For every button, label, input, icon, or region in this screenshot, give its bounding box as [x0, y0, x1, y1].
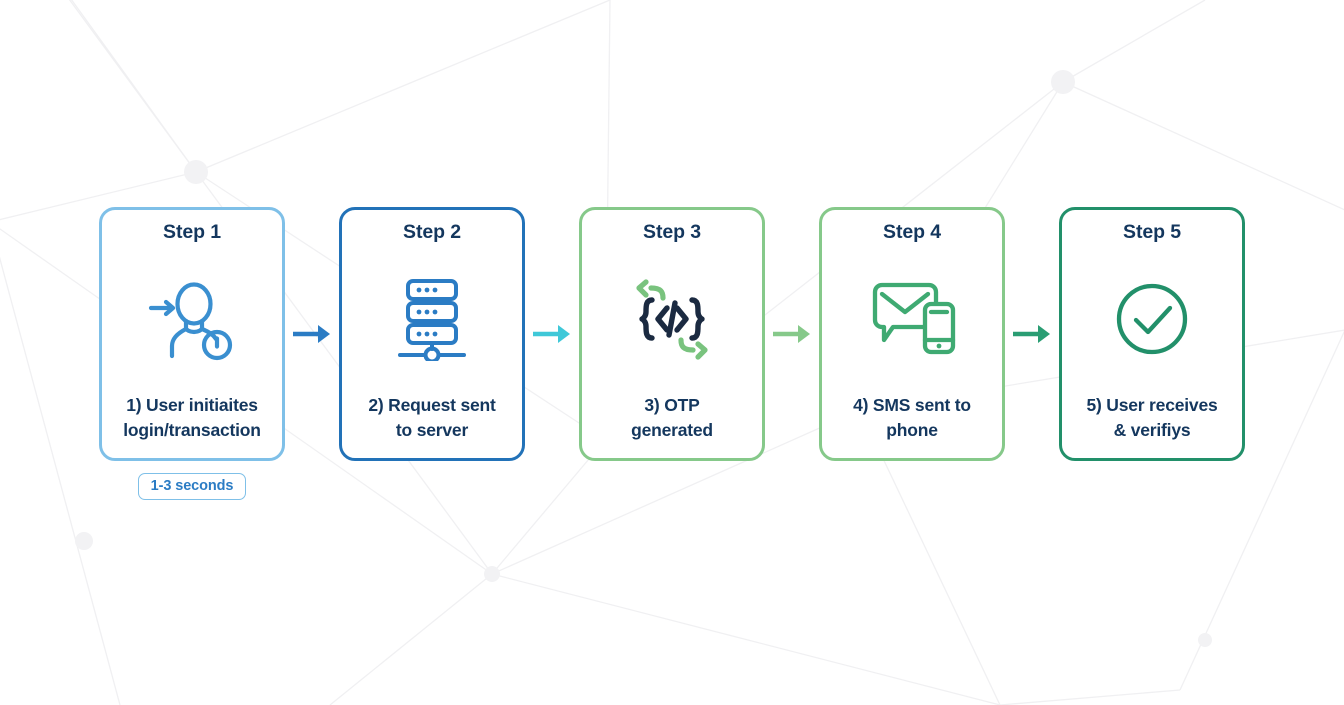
step-card-5[interactable]: Step 5 5) User receives & verifiys — [1059, 206, 1245, 461]
sms-phone-icon — [822, 245, 1002, 393]
step-column-1: Step 1 — [99, 206, 285, 500]
duration-badge: 1-3 seconds — [137, 472, 247, 500]
caption-line-2: generated — [631, 420, 713, 441]
arrow-cell-2 — [525, 207, 579, 461]
code-brackets-icon — [582, 245, 762, 393]
step-card-caption: 2) Request sent to server — [362, 393, 501, 448]
caption-line-2: login/transaction — [123, 420, 261, 441]
step-column-5: Step 5 5) User receives & verifiys — [1059, 206, 1245, 505]
arrow-right-icon — [293, 324, 330, 343]
user-login-icon — [102, 245, 282, 393]
step-card-title: Step 4 — [883, 220, 941, 243]
step-card-4[interactable]: Step 4 4) SMS sent to phone — [819, 206, 1005, 461]
step-card-title: Step 5 — [1123, 220, 1181, 243]
caption-line-1: 1) User initiaites — [126, 394, 258, 415]
server-rack-icon — [342, 245, 522, 393]
step-card-1[interactable]: Step 1 — [99, 206, 285, 461]
caption-line-1: 3) OTP — [644, 394, 700, 415]
arrow-right-icon — [533, 324, 570, 343]
step-card-caption: 1) User initiaites login/transaction — [117, 393, 267, 448]
caption-line-1: 2) Request sent — [368, 394, 496, 415]
step-card-title: Step 3 — [643, 220, 701, 243]
arrow-cell-1 — [285, 207, 339, 461]
step-column-4: Step 4 4) SMS sent to phone — [819, 206, 1005, 505]
step-column-3: Step 3 — [579, 206, 765, 505]
caption-line-1: 5) User receives — [1086, 394, 1218, 415]
step-card-2[interactable]: Step 2 — [339, 206, 525, 461]
caption-line-2: to server — [395, 420, 469, 441]
step-column-2: Step 2 — [339, 206, 525, 505]
arrow-cell-3 — [765, 207, 819, 461]
arrow-right-icon — [773, 324, 810, 343]
arrow-cell-4 — [1005, 207, 1059, 461]
caption-line-1: 4) SMS sent to — [853, 394, 971, 415]
arrow-right-icon — [1013, 324, 1050, 343]
step-card-caption: 5) User receives & verifiys — [1080, 393, 1223, 448]
caption-line-2: phone — [886, 420, 938, 441]
check-circle-icon — [1062, 245, 1242, 393]
step-card-title: Step 2 — [403, 220, 461, 243]
step-card-title: Step 1 — [163, 220, 221, 243]
caption-line-2: & verifiys — [1113, 420, 1191, 441]
step-card-3[interactable]: Step 3 — [579, 206, 765, 461]
step-card-caption: 3) OTP generated — [625, 393, 719, 448]
step-card-caption: 4) SMS sent to phone — [847, 393, 977, 448]
